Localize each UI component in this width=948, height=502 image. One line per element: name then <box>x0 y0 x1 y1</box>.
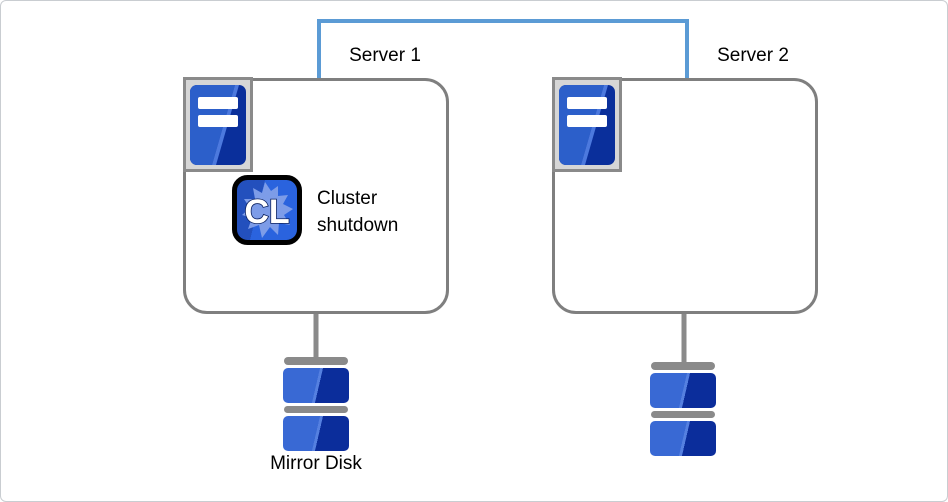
mirror-disk-2 <box>650 362 716 456</box>
interconnect-link-line <box>317 19 689 80</box>
server1-label: Server 1 <box>349 45 421 66</box>
mirror-disk-label: Mirror Disk <box>270 453 362 474</box>
server2-label: Server 2 <box>717 45 789 66</box>
server1-icon-badge <box>183 77 253 172</box>
cluster-icon-text: CL <box>244 193 289 231</box>
disk-cap <box>284 357 348 365</box>
server-tower-icon <box>190 84 246 165</box>
server2-icon-badge <box>552 77 622 172</box>
server2-box <box>552 78 818 314</box>
disk-divider <box>284 406 348 413</box>
cluster-app-icon: CL <box>232 175 302 245</box>
cluster-app-icon-graphic: CL <box>232 175 302 245</box>
disk-platter <box>283 368 349 403</box>
disk-platter <box>283 416 349 451</box>
disk-cap <box>651 362 715 370</box>
cluster-splat-shape <box>242 182 293 238</box>
mirror-disk-1 <box>283 357 349 451</box>
cluster-shutdown-label: Cluster shutdown <box>317 188 399 236</box>
disk-platter <box>650 373 716 408</box>
disk-platter <box>650 421 716 456</box>
disk-divider <box>651 411 715 418</box>
server-tower-icon <box>559 84 615 165</box>
